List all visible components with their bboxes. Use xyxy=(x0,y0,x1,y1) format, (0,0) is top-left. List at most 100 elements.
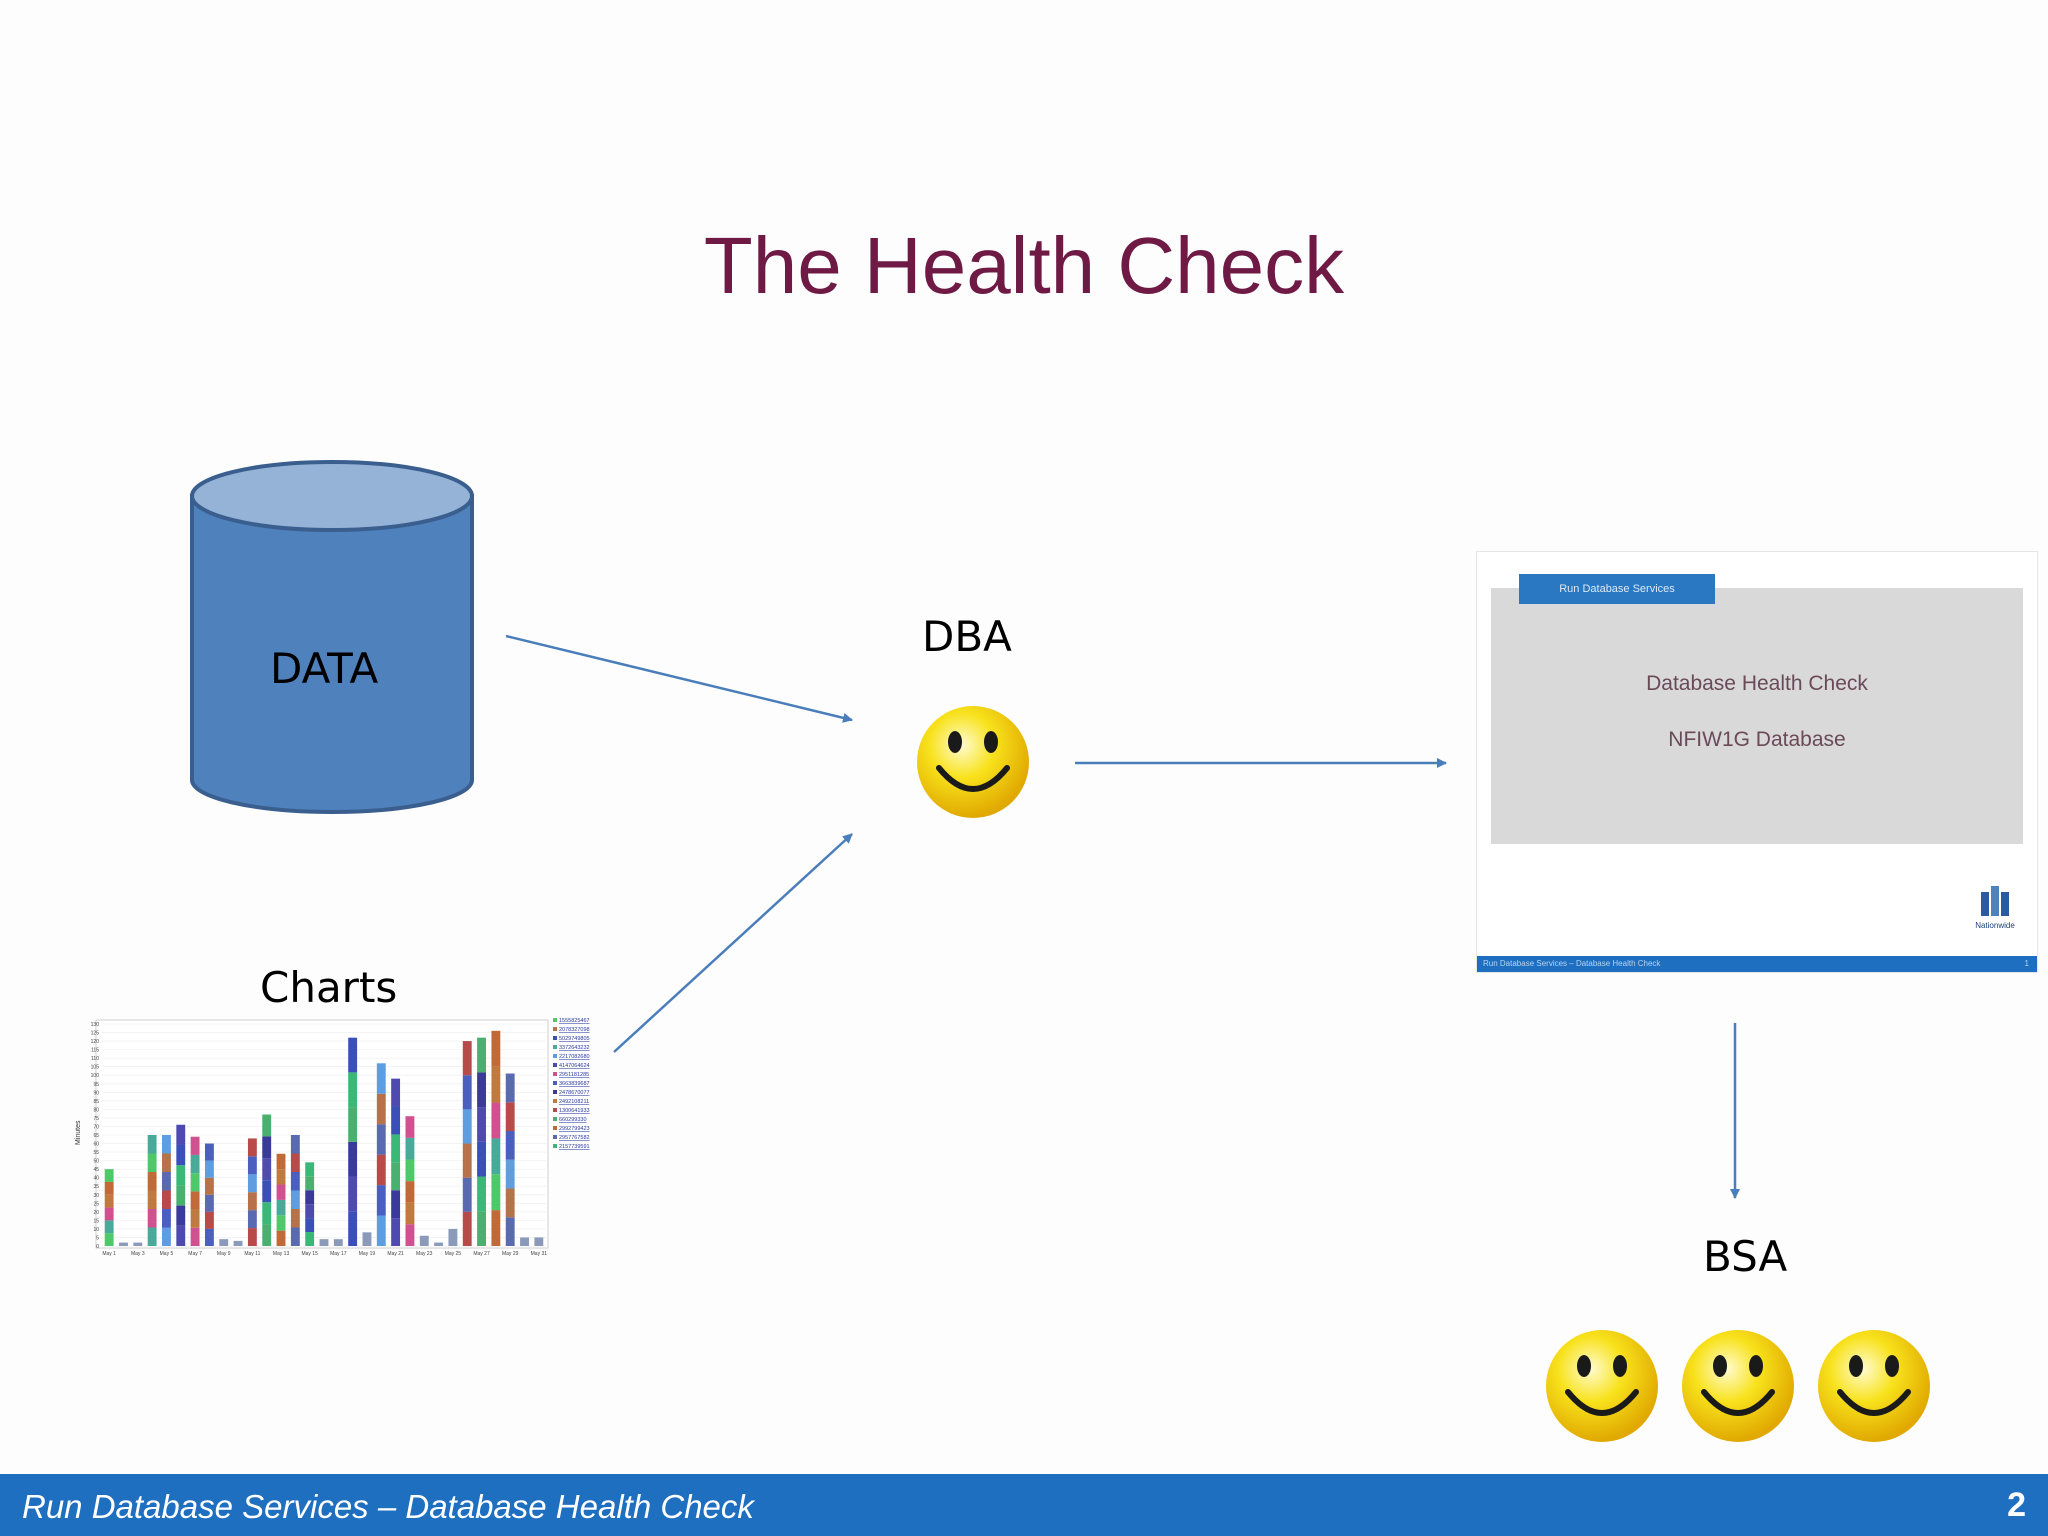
chart-bar-segment xyxy=(462,1177,472,1212)
chart-bar-segment xyxy=(162,1153,171,1172)
smiley-icon xyxy=(1818,1330,1930,1442)
chart-bar-segment xyxy=(276,1199,286,1216)
chart-bar-segment xyxy=(305,1232,315,1246)
chart-bar-segment xyxy=(147,1227,157,1246)
chart-y-tick-label: 75 xyxy=(93,1116,99,1122)
chart-y-tick-label: 10 xyxy=(93,1227,99,1233)
legend-entry: 2078327098 xyxy=(559,1027,590,1033)
chart-bar-segment xyxy=(405,1116,415,1138)
label-data: DATA xyxy=(270,644,379,693)
chart-bar-segment xyxy=(147,1153,157,1172)
chart-thumbnail: 0510152025303540455055606570758085909510… xyxy=(75,1018,590,1257)
chart-bar-segment xyxy=(462,1109,472,1144)
chart-x-tick-label: May 5 xyxy=(160,1251,174,1257)
chart-y-tick-label: 25 xyxy=(93,1201,99,1207)
chart-x-tick-label: May 9 xyxy=(217,1251,231,1257)
chart-bar-segment xyxy=(391,1106,401,1135)
chart-bar-segment xyxy=(204,1194,214,1212)
chart-bar-segment xyxy=(190,1209,200,1228)
chart-y-tick-label: 125 xyxy=(91,1031,100,1037)
chart-bar-segment xyxy=(290,1172,300,1191)
chart-bar-segment xyxy=(462,1143,472,1178)
thumbnail-panel: Database Health Check NFIW1G Database xyxy=(1491,588,2023,844)
chart-x-tick-label: May 21 xyxy=(387,1251,404,1257)
page-number: 2 xyxy=(2007,1486,2026,1524)
chart-bar-segment xyxy=(505,1217,515,1246)
chart-bar-segment xyxy=(505,1102,515,1132)
chart-bar-segment xyxy=(290,1153,300,1172)
chart-bar-segment xyxy=(190,1154,200,1174)
chart-bar-segment xyxy=(348,1211,358,1246)
chart-bar-segment xyxy=(247,1138,257,1157)
chart-x-tick-label: May 11 xyxy=(244,1251,260,1257)
chart-x-tick-label: May 7 xyxy=(188,1251,202,1257)
chart-y-tick-label: 15 xyxy=(93,1218,99,1224)
chart-bar-segment xyxy=(219,1239,229,1246)
chart-bar-segment xyxy=(176,1225,186,1246)
chart-bar-segment xyxy=(477,1037,486,1073)
chart-bar-segment xyxy=(448,1228,458,1246)
chart-bar-segment xyxy=(104,1181,114,1195)
chart-bar-segment xyxy=(348,1107,358,1142)
legend-entry: 2992799423 xyxy=(559,1126,590,1132)
legend-swatch xyxy=(553,1045,557,1049)
smiley-icon xyxy=(917,706,1029,818)
chart-x-tick-label: May 17 xyxy=(330,1251,347,1257)
chart-bar-segment xyxy=(405,1159,415,1182)
chart-bar-segment xyxy=(376,1124,386,1155)
chart-y-label: Minutes xyxy=(75,1120,82,1145)
legend-entry: 1555825467 xyxy=(559,1018,590,1024)
chart-bar-segment xyxy=(204,1211,214,1229)
label-dba: DBA xyxy=(922,612,1012,661)
chart-y-tick-label: 115 xyxy=(91,1048,99,1054)
chart-bar-segment xyxy=(104,1169,114,1182)
chart-bar-segment xyxy=(176,1124,186,1145)
arrow-charts-to-dba xyxy=(613,833,853,1053)
chart-bar-segment xyxy=(419,1235,429,1246)
chart-bar-segment xyxy=(276,1153,286,1170)
chart-y-tick-label: 60 xyxy=(93,1142,99,1148)
chart-bar-segment xyxy=(162,1190,171,1209)
chart-x-tick-label: May 29 xyxy=(502,1251,519,1257)
chart-bar-segment xyxy=(162,1172,171,1191)
chart-bar-segment xyxy=(247,1174,257,1193)
footer-bar: Run Database Services – Database Health … xyxy=(0,1474,2048,1536)
chart-bar-segment xyxy=(534,1237,544,1246)
chart-bar-segment xyxy=(376,1154,386,1186)
chart-y-tick-label: 50 xyxy=(93,1159,99,1165)
thumbnail-page-number: 1 xyxy=(2024,959,2029,968)
chart-bar-segment xyxy=(391,1218,401,1246)
legend-swatch xyxy=(553,1117,557,1121)
chart-bar-segment xyxy=(491,1210,501,1246)
chart-bar-segment xyxy=(233,1240,243,1246)
smiley-icon xyxy=(1682,1330,1794,1442)
chart-y-tick-label: 5 xyxy=(96,1235,99,1241)
chart-bar-segment xyxy=(305,1176,315,1191)
chart-bar-segment xyxy=(462,1075,472,1110)
chart-bar-segment xyxy=(247,1192,257,1211)
legend-entry: 1300641933 xyxy=(559,1108,590,1114)
database-icon xyxy=(190,460,474,814)
chart-bar-segment xyxy=(376,1063,386,1094)
chart-bar-segment xyxy=(405,1137,415,1160)
chart-x-tick-label: May 25 xyxy=(445,1251,462,1257)
chart-y-tick-label: 100 xyxy=(91,1073,100,1079)
chart-bar-segment xyxy=(477,1176,486,1212)
chart-x-tick-label: May 1 xyxy=(102,1251,116,1257)
legend-entry: 2957767582 xyxy=(559,1135,590,1141)
chart-x-tick-label: May 31 xyxy=(531,1251,548,1257)
legend-swatch xyxy=(553,1081,557,1085)
chart-bar-segment xyxy=(190,1191,200,1210)
chart-bar-segment xyxy=(477,1141,486,1177)
chart-bar-segment xyxy=(162,1227,171,1246)
legend-swatch xyxy=(553,1108,557,1112)
chart-bars xyxy=(104,1030,544,1246)
arrow-data-to-dba xyxy=(505,634,853,723)
chart-x-tick-label: May 13 xyxy=(273,1251,290,1257)
chart-bar-segment xyxy=(405,1224,415,1246)
legend-swatch xyxy=(553,1054,557,1058)
chart-bar-segment xyxy=(319,1239,329,1246)
chart-bar-segment xyxy=(104,1220,114,1234)
thumbnail-heading: Database Health Check xyxy=(1646,672,1868,695)
